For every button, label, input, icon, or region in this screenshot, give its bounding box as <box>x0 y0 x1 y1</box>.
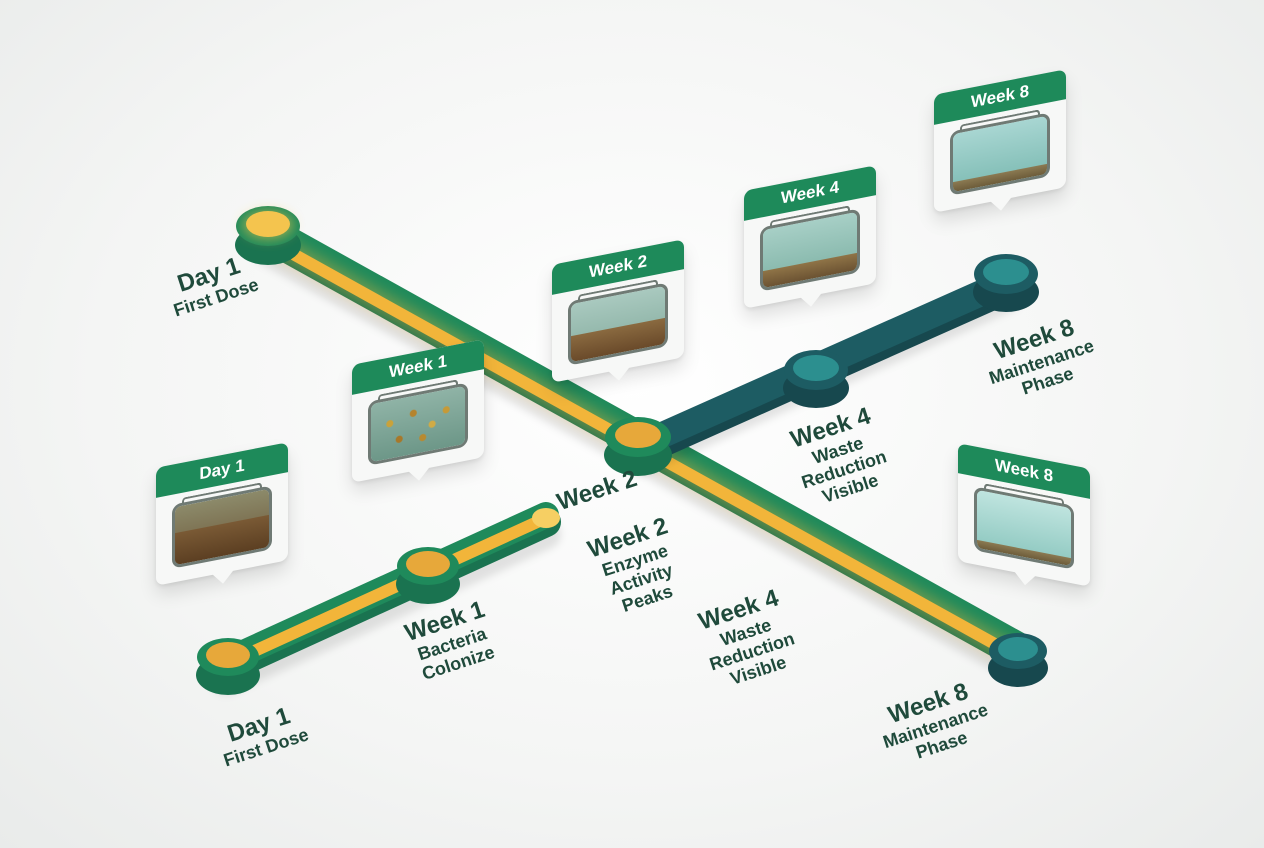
label-week1: Week 1 Bacteria Colonize <box>402 596 501 685</box>
track-end-cap-week1 <box>532 508 560 528</box>
node-week2 <box>604 417 672 476</box>
label-week8-front: Week 8 Maintenance Phase <box>872 675 996 771</box>
label-day1-front: Day 1 First Dose <box>213 700 311 770</box>
label-title: Week 2 <box>553 464 641 517</box>
node-week4-back <box>783 350 849 408</box>
label-week2-a: Week 2 <box>553 464 641 517</box>
node-day1-front <box>196 638 260 695</box>
node-week1 <box>396 547 460 604</box>
node-day1-back <box>235 206 301 265</box>
node-week8-front <box>988 633 1048 687</box>
label-week2-b: Week 2 Enzyme Activity Peaks <box>584 512 690 620</box>
label-week4-front: Week 4 Waste Reduction Visible <box>693 584 803 694</box>
label-week4-back: Week 4 Waste Reduction Visible <box>785 402 895 512</box>
node-week8-back <box>973 254 1039 312</box>
front-short-track <box>211 502 561 695</box>
label-day1-back: Day 1 First Dose <box>163 250 261 320</box>
label-week8-back: Week 8 Maintenance Phase <box>978 311 1102 407</box>
